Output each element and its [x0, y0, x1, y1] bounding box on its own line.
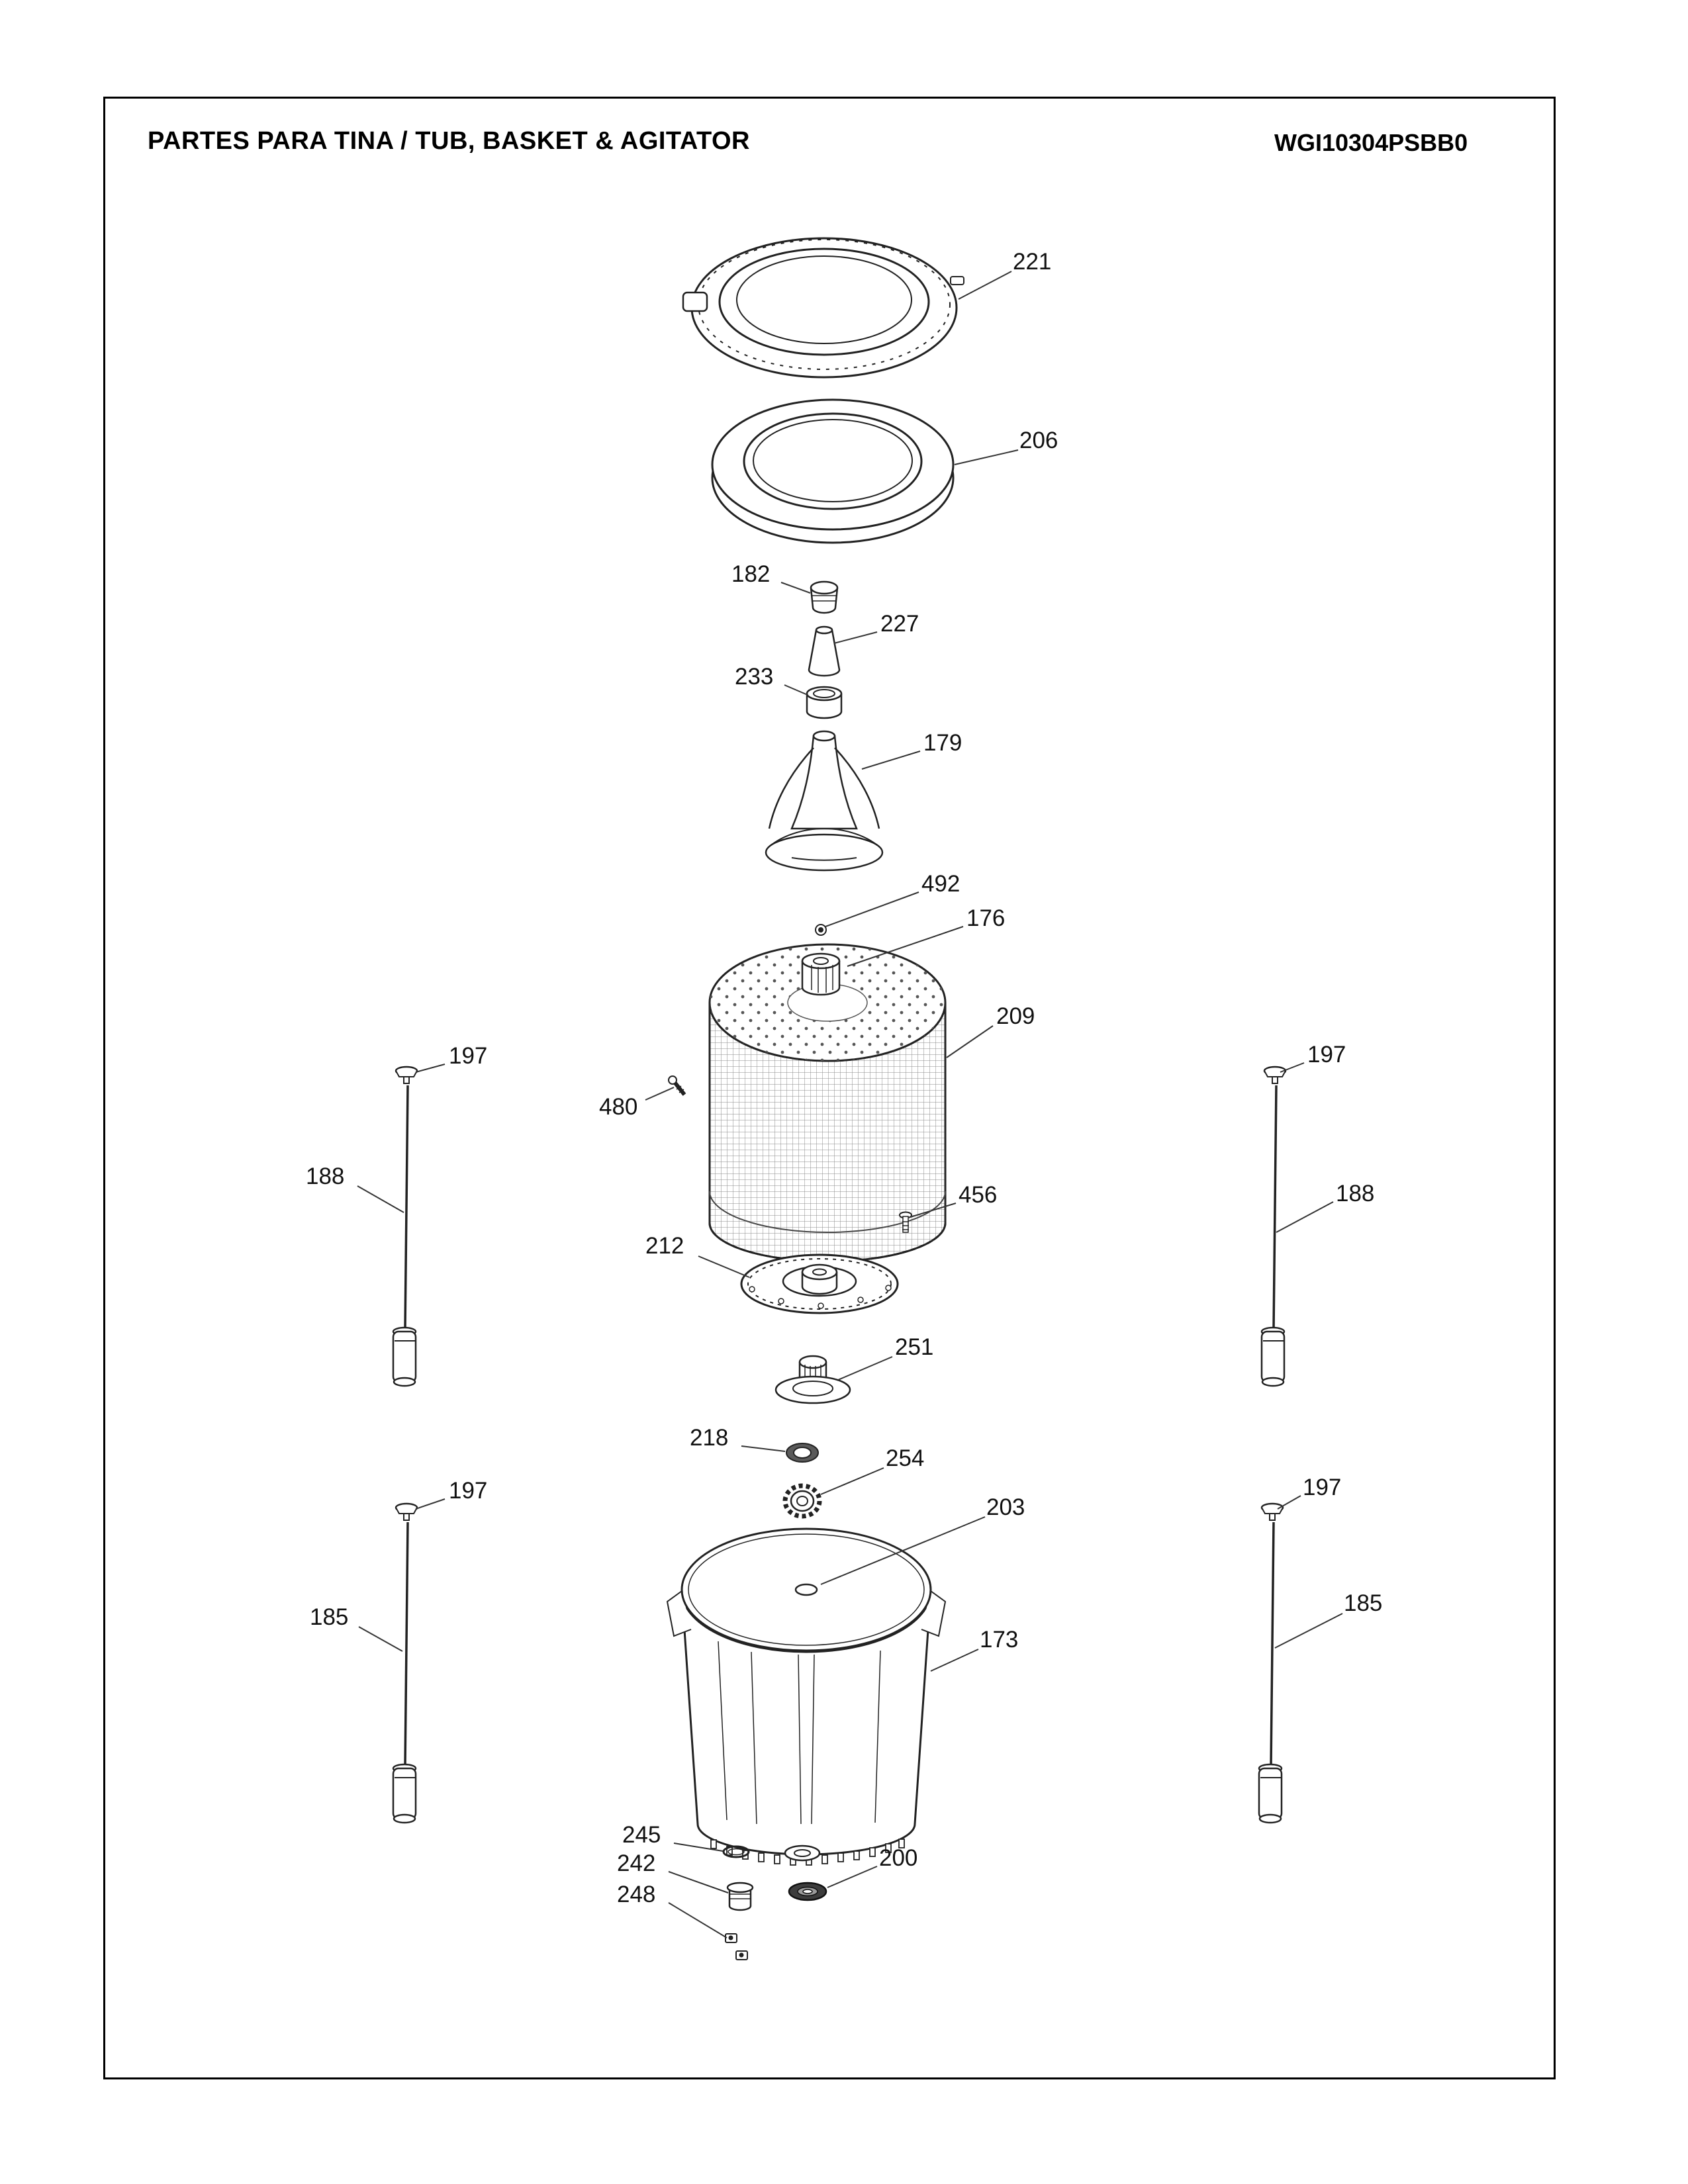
part-179-agitator	[765, 730, 884, 872]
part-251-coupling	[774, 1355, 851, 1404]
callout-182: 182	[731, 561, 771, 587]
callout-480: 480	[599, 1094, 638, 1120]
part-197-rod-cap-upper-right	[1263, 1066, 1287, 1085]
callout-200: 200	[879, 1845, 918, 1871]
callout-248: 248	[617, 1882, 656, 1907]
part-176-basket-hub	[801, 952, 841, 996]
callout-leader-lines	[357, 271, 1343, 1938]
part-203-tub-top	[680, 1527, 932, 1652]
part-206-tub-ring	[711, 398, 955, 544]
part-182-agitator-cap	[810, 580, 839, 614]
callout-197-lower-right: 197	[1303, 1475, 1342, 1500]
callout-492: 492	[921, 871, 961, 897]
part-197-rod-cap-lower-left	[395, 1502, 418, 1522]
callout-185-left: 185	[310, 1604, 349, 1630]
part-212-drive-hub-plate	[740, 1253, 899, 1314]
callout-197-lower-left: 197	[449, 1478, 488, 1504]
callout-456: 456	[959, 1182, 998, 1208]
callout-179: 179	[923, 730, 962, 756]
part-254-spline-washer	[782, 1483, 822, 1519]
part-242-tub-bushing	[726, 1882, 754, 1911]
callout-173: 173	[980, 1627, 1019, 1653]
callout-185-right: 185	[1344, 1590, 1383, 1616]
part-188-suspension-rod-left	[392, 1084, 417, 1387]
callout-242: 242	[617, 1850, 656, 1876]
part-173-outer-tub	[666, 1527, 947, 1866]
part-233-bearing-sleeve	[806, 686, 843, 719]
callout-197-upper-right: 197	[1307, 1042, 1346, 1068]
callout-176: 176	[966, 905, 1006, 931]
callout-218: 218	[690, 1425, 729, 1451]
callout-203: 203	[986, 1494, 1025, 1520]
part-185-suspension-rod-left	[392, 1521, 417, 1824]
callout-206: 206	[1019, 428, 1058, 453]
callout-254: 254	[886, 1445, 925, 1471]
page-title: PARTES PARA TINA / TUB, BASKET & AGITATO…	[148, 127, 750, 155]
part-197-rod-cap-lower-right	[1260, 1502, 1284, 1522]
part-480-screw	[668, 1075, 686, 1096]
part-245-o-ring	[722, 1845, 750, 1858]
part-218-hub-nut	[786, 1443, 820, 1463]
callout-251: 251	[895, 1334, 934, 1360]
model-number: WGI10304PSBB0	[1274, 129, 1468, 156]
callout-209: 209	[996, 1003, 1035, 1029]
callout-221: 221	[1013, 249, 1052, 275]
part-197-rod-cap-upper-left	[395, 1066, 418, 1085]
part-200-tub-seal	[788, 1882, 827, 1901]
part-188-suspension-rod-right	[1260, 1084, 1286, 1387]
callout-233: 233	[735, 664, 774, 690]
part-209-wash-basket	[708, 943, 947, 1263]
callout-227: 227	[880, 611, 919, 637]
part-248-mounting-clips	[725, 1933, 748, 1960]
part-221-lid-cover-ring	[682, 237, 964, 379]
part-185-suspension-rod-right	[1258, 1521, 1283, 1824]
callout-197-upper-left: 197	[449, 1043, 488, 1069]
callout-212: 212	[645, 1233, 684, 1259]
part-227-fill-funnel	[808, 625, 841, 677]
part-456-screw	[899, 1211, 912, 1233]
callout-245: 245	[622, 1822, 661, 1848]
callout-188-right: 188	[1336, 1181, 1375, 1206]
part-492-screw	[815, 924, 827, 936]
callout-188-left: 188	[306, 1163, 345, 1189]
